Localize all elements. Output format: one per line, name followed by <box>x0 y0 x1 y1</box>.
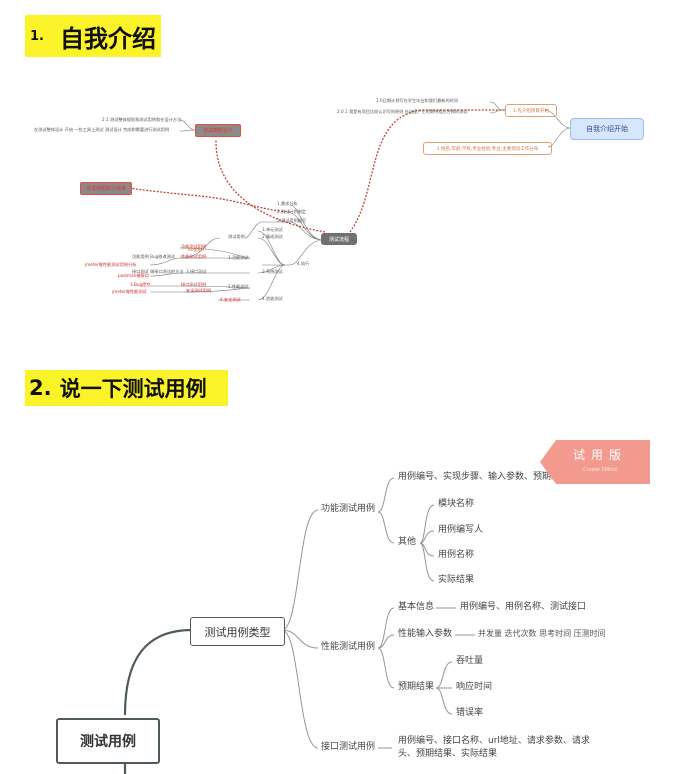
case-interface: 接口测试用例 <box>181 282 207 287</box>
node-intro-start: 自我介绍开始 <box>570 118 644 140</box>
type-performance: 2.性能测试 <box>228 284 249 289</box>
case-performance: 性能测试用例 <box>181 254 207 259</box>
node-opening: 1.先介绍项目开始 <box>505 104 557 117</box>
connector-to-redleft <box>129 187 291 213</box>
node-perf-case: 性能测试用例 <box>321 642 376 652</box>
node-other: 其他 <box>398 537 417 547</box>
step-cases: 3.测试用例编写 <box>277 218 307 223</box>
section-2-heading: 2. 说一下测试用例 <box>25 370 228 406</box>
step-execute: 4.执行 <box>297 261 310 266</box>
expected-error-rate: 错误率 <box>456 708 484 718</box>
left-item-4: postman做接口 <box>118 273 149 278</box>
left-item-3: 接口测试 做接口测试的方法 <box>132 269 184 274</box>
node-testcases: 测试用例 <box>228 234 245 239</box>
section-1-heading: 1. 自我介绍 <box>25 15 161 57</box>
expected-throughput: 吞吐量 <box>456 656 484 666</box>
node-perf-input: 性能输入参数 <box>398 629 453 639</box>
node-expected: 预期结果 <box>398 682 435 692</box>
opening-detail-1: 1.0日期计划写在学生毕业和我们最新的时间 <box>376 98 459 103</box>
api-detail-2: 头、预期结果、实际结果 <box>398 749 498 759</box>
func-detail: 用例编号、实现步骤、输入参数、预期结果 <box>398 472 570 482</box>
api-detail-1: 用例编号、接口名称、url地址、请求参数、请求 <box>398 736 590 746</box>
connector-root-type <box>123 628 193 716</box>
left-item-6: jmeter做性能测试 <box>112 289 147 294</box>
case-security: 安全测试用例 <box>186 288 212 293</box>
perf-input-detail: 并发量 迭代次数 思考时间 压测时间 <box>478 629 606 638</box>
red-detail-1: 2.1 测试整体规划和测试用例和在设计方法 <box>102 117 182 122</box>
case-functional: 功能测试用例 <box>181 244 207 249</box>
node-basic-info: 基本信息 <box>398 602 435 612</box>
node-testcase-type: 测试用例类型 <box>190 617 285 646</box>
level-acceptance: 4.验收测试 <box>262 296 283 301</box>
other-case-name: 用例名称 <box>438 550 475 560</box>
node-func-case: 功能测试用例 <box>321 504 376 514</box>
ribbon-subtitle: Create XMind <box>583 467 617 473</box>
type-functional: 1.功能测试 <box>228 255 249 260</box>
step-plan: 2.测试计划制定 <box>277 209 307 214</box>
node-info: 1.姓名,年龄,学校,专业经验,专业,主要测试工作分布 <box>423 142 552 155</box>
other-actual-result: 实际结果 <box>438 575 475 585</box>
ribbon-shape <box>540 440 650 484</box>
expected-response-time: 响应时间 <box>456 682 493 692</box>
other-author: 用例编写人 <box>438 525 484 535</box>
section-2-number: 2. <box>29 376 52 400</box>
connector-process-redcenter <box>215 139 326 233</box>
type-interface: 3.接口测试 <box>186 269 207 274</box>
other-module-name: 模块名称 <box>438 499 475 509</box>
node-testcase-root: 测试用例 <box>56 718 160 764</box>
node-red-center: 测试用例设计 <box>195 124 241 137</box>
left-item-7: Bug统计 <box>188 247 205 252</box>
node-process: 测试流程 <box>321 233 357 245</box>
section-1-number: 1. <box>30 28 44 44</box>
left-item-1: 功能用例 Bug修改测试 <box>132 254 176 259</box>
step-requirements: 1.需求分析 <box>277 201 298 206</box>
red-detail-2: 在测试整体设计 开始 一些工具上测试 测试设计 完成和需要进行测试用例 <box>34 127 170 132</box>
left-item-2: jmeter做性能测试用例分析 <box>85 262 137 267</box>
ribbon-title: 试用版 <box>572 448 627 462</box>
level-unit: 1.单元测试 <box>262 227 283 232</box>
node-red-left: 测试用例执行结果 <box>80 182 132 195</box>
connector-process-opening <box>349 109 505 233</box>
level-system: 3.系统测试 <box>262 269 283 274</box>
type-security: 4.安全测试 <box>220 297 241 302</box>
left-item-5: 1.Bug提交 <box>130 282 151 287</box>
node-api-case: 接口测试用例 <box>321 742 376 752</box>
level-integration: 2.集成测试 <box>262 234 283 239</box>
basic-info-detail: 用例编号、用例名称、测试接口 <box>460 602 587 612</box>
section-1-title: 自我介绍 <box>59 24 156 53</box>
opening-detail-2: 2.0.1 我是有项目比较认识写的原则 在这里产生的期待相应合格的测试 <box>337 109 468 114</box>
trial-ribbon: 试用版 Create XMind <box>540 440 650 484</box>
section-2-title: 说一下测试用例 <box>59 377 207 401</box>
